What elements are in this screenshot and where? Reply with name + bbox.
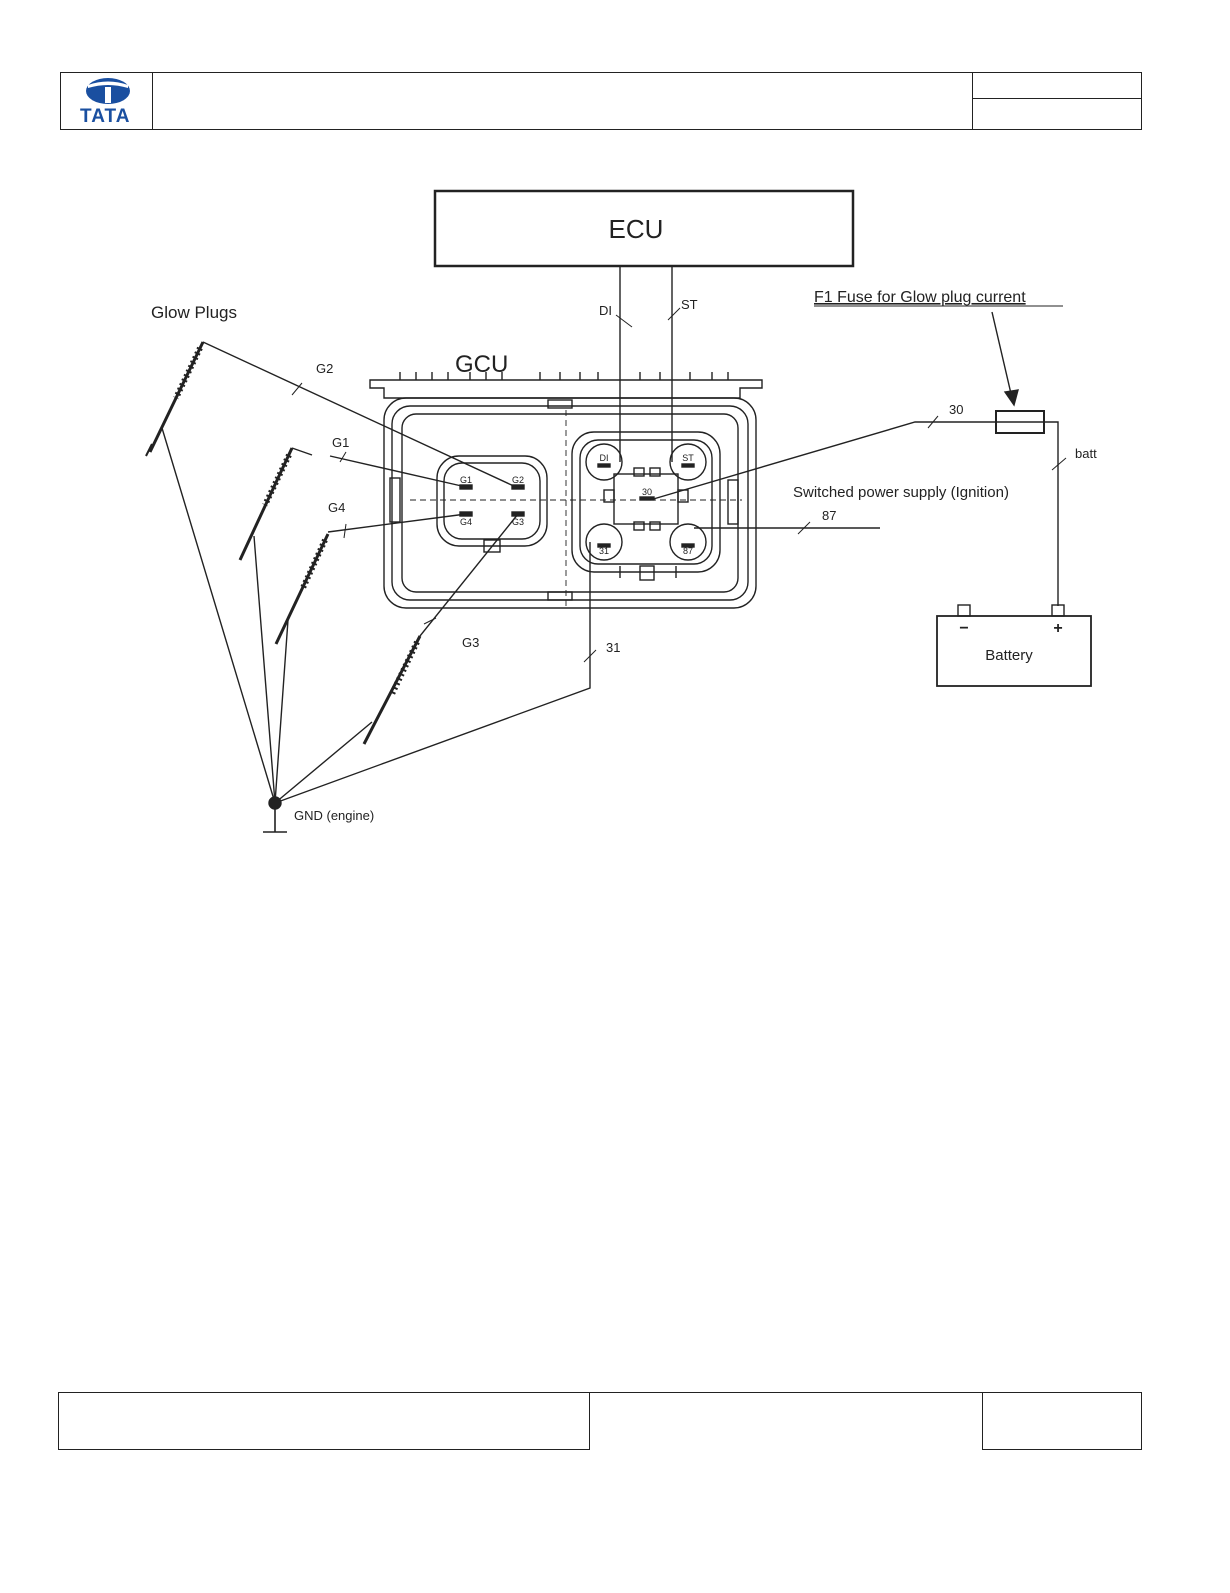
fuse-label: F1 Fuse for Glow plug current bbox=[814, 289, 1026, 306]
gcu-label: GCU bbox=[455, 351, 508, 378]
footer-right-text bbox=[988, 1410, 1136, 1430]
gnd-label: GND (engine) bbox=[294, 808, 374, 823]
wire-label-g1: G1 bbox=[332, 435, 349, 450]
pin-label-st: ST bbox=[682, 453, 694, 463]
pin-label-g1: G1 bbox=[460, 475, 472, 485]
header-logo-cell bbox=[60, 72, 153, 130]
header-ref-cell bbox=[972, 72, 1142, 130]
wire-31 bbox=[274, 542, 591, 804]
wire-g2 bbox=[202, 341, 519, 489]
wire-g4 bbox=[327, 513, 467, 533]
pin-label-g2: G2 bbox=[512, 475, 524, 485]
wire-label-di: DI bbox=[599, 303, 612, 318]
wire-label-batt: batt bbox=[1075, 446, 1097, 461]
fuse-pointer-arrow bbox=[991, 311, 1013, 399]
pin-label-87: 87 bbox=[683, 546, 693, 556]
glow-connector bbox=[436, 455, 548, 553]
pin-label-30: 30 bbox=[642, 487, 652, 497]
tata-logo-icon bbox=[86, 78, 130, 104]
battery-plus-label: + bbox=[1053, 620, 1062, 637]
switched-supply-label: Switched power supply (Ignition) bbox=[793, 484, 1009, 501]
ground-wires bbox=[161, 427, 373, 804]
power-connector bbox=[571, 431, 721, 581]
pin-label-di: DI bbox=[600, 453, 609, 463]
wire-label-g3: G3 bbox=[462, 635, 479, 650]
footer-left-cell bbox=[58, 1392, 590, 1450]
wire-batt bbox=[1044, 421, 1059, 606]
pin-label-g4: G4 bbox=[460, 517, 472, 527]
footer-right-cell bbox=[982, 1392, 1142, 1450]
battery-box bbox=[936, 615, 1092, 687]
battery-terminal-plus bbox=[1051, 604, 1065, 617]
wire-label-30: 30 bbox=[949, 402, 963, 417]
wire-label-g2: G2 bbox=[316, 361, 333, 376]
glow-plug-wiring-diagram: ECU GCU Glow Plugs G2 G1 G4 G3 DI ST 30 … bbox=[145, 189, 1097, 833]
glow-plug-g2 bbox=[145, 341, 205, 457]
gnd-symbol-icon bbox=[263, 803, 287, 833]
wire-label-g4: G4 bbox=[328, 500, 345, 515]
gcu-housing bbox=[369, 372, 763, 609]
glow-plug-g3 bbox=[362, 635, 422, 745]
ecu-label: ECU bbox=[609, 214, 664, 244]
header-ref-divider bbox=[972, 98, 1142, 99]
glow-plugs-label: Glow Plugs bbox=[151, 303, 237, 322]
wire-label-87: 87 bbox=[822, 508, 836, 523]
pin-label-31: 31 bbox=[599, 546, 609, 556]
wire-label-st: ST bbox=[681, 297, 698, 312]
logo-text: TATA bbox=[80, 106, 131, 127]
wire-g3 bbox=[419, 513, 519, 637]
ecu-box bbox=[433, 189, 855, 268]
glow-plug-g1 bbox=[238, 447, 294, 561]
wire-30 bbox=[649, 421, 996, 501]
pin-label-g3: G3 bbox=[512, 517, 524, 527]
wire-g1 bbox=[291, 447, 313, 456]
footer-divider-line bbox=[589, 1392, 982, 1393]
footer-center-text bbox=[596, 1410, 976, 1430]
wire-label-31: 31 bbox=[606, 640, 620, 655]
battery-label: Battery bbox=[985, 647, 1033, 664]
battery-minus-label: − bbox=[959, 620, 968, 637]
footer-left-text bbox=[66, 1410, 576, 1430]
glow-plug-g4 bbox=[274, 533, 330, 645]
battery-terminal-minus bbox=[957, 604, 971, 617]
